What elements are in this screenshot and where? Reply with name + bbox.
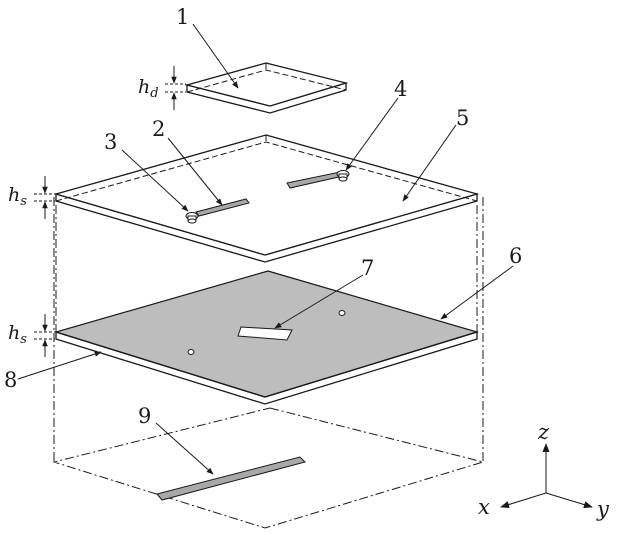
dielectric-resonator <box>187 63 346 113</box>
dimension-hs-lower: hs <box>8 314 55 357</box>
x-axis-label: x <box>478 495 490 519</box>
callout-6: 6 <box>509 244 522 268</box>
y-axis-label: y <box>596 497 610 521</box>
ground-plane-layer <box>56 271 477 404</box>
hs-upper-label: hs <box>8 184 27 209</box>
top-substrate-layer <box>56 135 477 262</box>
callout-4: 4 <box>394 77 407 101</box>
z-axis-label: z <box>537 420 550 444</box>
coordinate-axes: z x y <box>478 420 610 521</box>
callout-9: 9 <box>138 404 151 428</box>
hs-lower-label: hs <box>8 322 27 347</box>
x-axis-arrow <box>501 493 546 507</box>
callout-1: 1 <box>176 5 189 29</box>
screw-3 <box>186 213 198 224</box>
via-hole-right <box>339 311 345 316</box>
screw-4 <box>337 171 349 182</box>
dimension-hs-upper: hs <box>8 176 55 219</box>
callout-7: 7 <box>361 256 374 280</box>
callout-5: 5 <box>456 106 469 130</box>
y-axis-arrow <box>546 493 592 507</box>
callout-3: 3 <box>104 130 117 154</box>
feed-line-strip <box>157 457 305 500</box>
via-hole-left <box>188 350 194 355</box>
callout-2: 2 <box>152 117 165 141</box>
dimension-hd: hd <box>138 66 186 110</box>
hd-label: hd <box>138 76 159 101</box>
callout-8: 8 <box>4 368 17 392</box>
